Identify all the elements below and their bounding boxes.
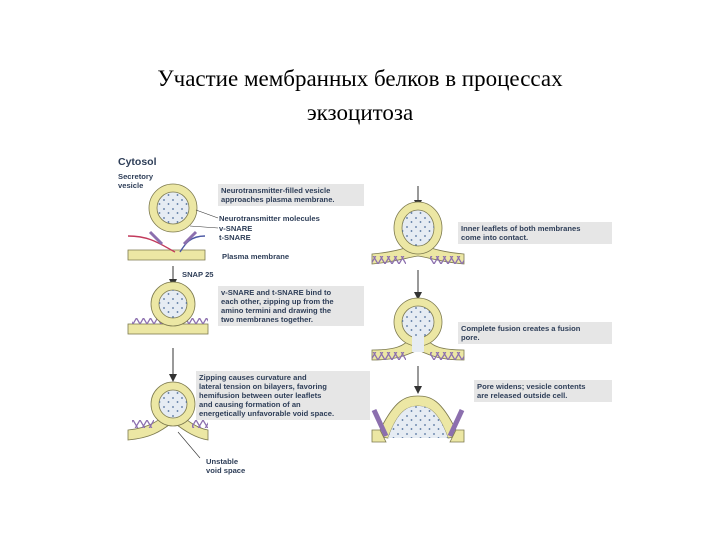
t-snare-label: t-SNARE xyxy=(219,233,251,242)
cytosol-label: Cytosol xyxy=(118,156,157,168)
v-snare-label: v-SNARE xyxy=(219,224,253,233)
step4-illustration xyxy=(371,201,465,265)
step2-illustration xyxy=(127,281,209,335)
unstable-void-label: Unstable void space xyxy=(206,457,246,475)
secretory-vesicle-label: Secretory vesicle xyxy=(118,172,154,190)
title-line-2: экзоцитоза xyxy=(306,100,414,125)
step5-description-box: Complete fusion creates a fusion pore. xyxy=(458,322,612,344)
step4-description-box: Inner leaflets of both membranes come in… xyxy=(458,222,612,244)
step1-illustration xyxy=(127,183,219,261)
step1-description-box: Neurotransmitter-filled vesicle approach… xyxy=(218,184,364,206)
step6-description-box: Pore widens; vesicle contents are releas… xyxy=(474,380,612,402)
plasma-membrane-shape xyxy=(127,249,206,261)
step6-illustration xyxy=(371,395,465,443)
step2-description-box: v-SNARE and t-SNARE bind to each other, … xyxy=(218,286,364,326)
title-line-1: Участие мембранных белков в процессах xyxy=(157,66,563,91)
step5-illustration xyxy=(371,297,465,361)
slide-title: Участие мембранных белков в процессах эк… xyxy=(40,62,680,130)
plasma-membrane-label: Plasma membrane xyxy=(222,252,290,261)
neurotransmitter-label: Neurotransmitter molecules xyxy=(219,214,320,223)
step3-description-box: Zipping causes curvature and lateral ten… xyxy=(196,371,370,420)
step3-illustration xyxy=(127,381,209,459)
snap25-label: SNAP 25 xyxy=(182,270,214,279)
